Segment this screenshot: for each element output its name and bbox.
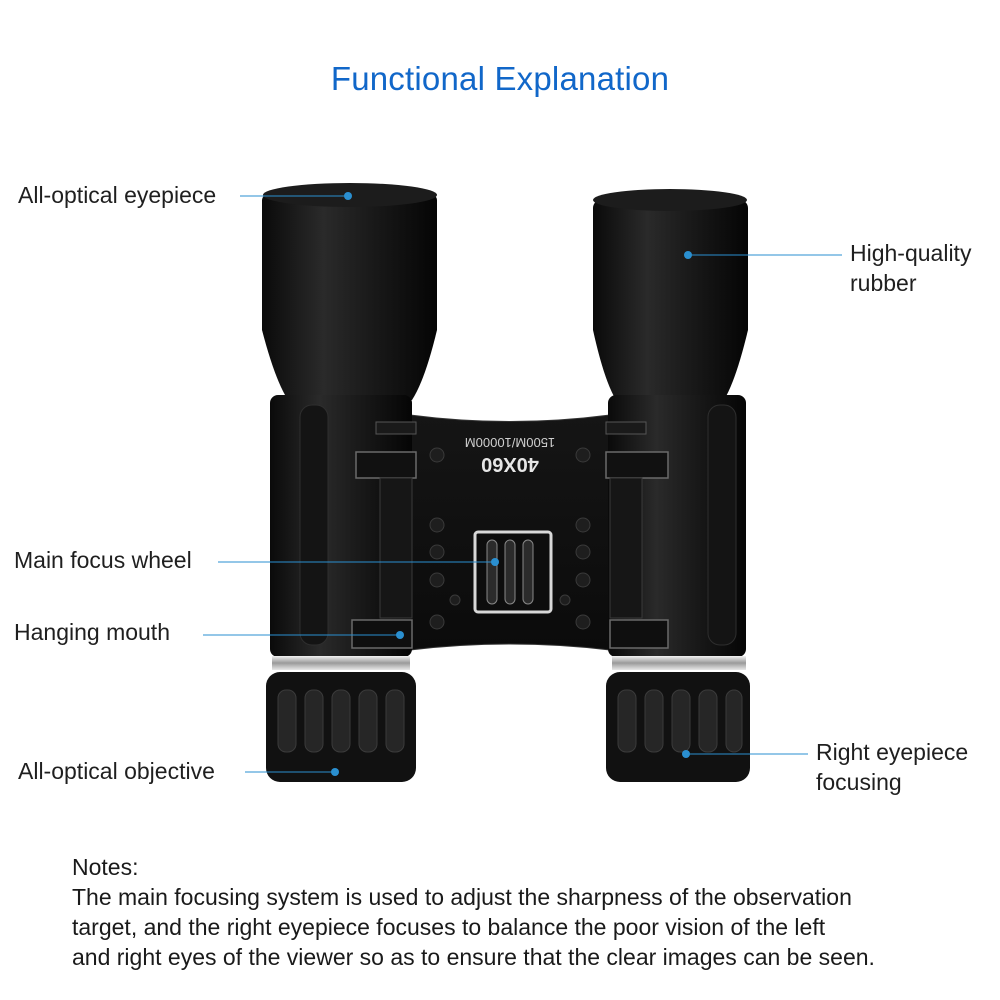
label-all-optical-objective: All-optical objective	[18, 758, 215, 784]
callout-rubber	[684, 251, 842, 259]
label-right-eyepiece-focusing-line1: Right eyepiece	[816, 739, 969, 765]
callout-hanging-mouth	[203, 631, 404, 639]
model-label: 40X60	[481, 453, 539, 475]
label-high-quality-rubber: High-quality rubber	[850, 238, 971, 298]
range-label: 1500M/10000M	[465, 435, 555, 450]
left-barrel	[262, 183, 437, 782]
notes-body-line1: The main focusing system is used to adju…	[72, 884, 852, 910]
label-high-quality-rubber-line1: High-quality	[850, 240, 972, 266]
label-right-eyepiece-focusing-line2: focusing	[816, 769, 902, 795]
notes-body-line3: and right eyes of the viewer so as to en…	[72, 944, 875, 970]
callout-focus-wheel	[218, 558, 499, 566]
label-right-eyepiece-focusing: Right eyepiece focusing	[816, 737, 968, 797]
right-barrel	[593, 189, 750, 782]
callout-eyepiece	[240, 192, 352, 200]
notes-section: Notes: The main focusing system is used …	[72, 852, 972, 972]
label-hanging-mouth: Hanging mouth	[14, 619, 170, 645]
callout-right-eyepiece	[682, 750, 808, 758]
notes-heading: Notes:	[72, 854, 139, 880]
label-main-focus-wheel: Main focus wheel	[14, 547, 192, 573]
label-high-quality-rubber-line2: rubber	[850, 270, 917, 296]
focus-wheel[interactable]	[473, 530, 553, 614]
page-title: Functional Explanation	[330, 60, 670, 97]
callout-objective	[245, 768, 339, 776]
notes-body-line2: target, and the right eyepiece focuses t…	[72, 914, 826, 940]
label-all-optical-eyepiece: All-optical eyepiece	[18, 182, 217, 208]
